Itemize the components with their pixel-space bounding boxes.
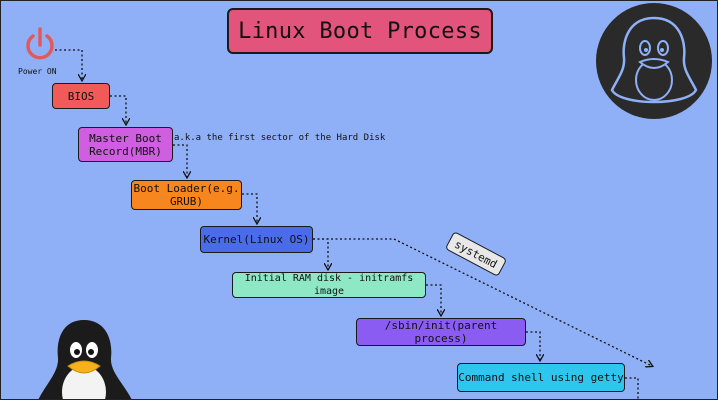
arrow-bios-to-mbr	[110, 95, 126, 124]
power-icon	[26, 27, 54, 60]
arrow-kernel-systemd	[313, 238, 652, 366]
step-kernel: Kernel(Linux OS)	[200, 226, 313, 253]
page-title: Linux Boot Process	[227, 8, 493, 54]
arrow-kernel-to-initramfs	[313, 238, 328, 269]
arrow-initramfs-to-init	[426, 284, 441, 315]
step-mbr: Master Boot Record(MBR)	[78, 127, 173, 162]
step-bios: BIOS	[52, 83, 110, 109]
linux-tux-mascot-icon	[38, 320, 132, 400]
mbr-note: a.k.a the first sector of the Hard Disk	[174, 133, 386, 143]
arrow-bootloader-to-kernel	[242, 193, 257, 223]
step-initramfs: Initial RAM disk - initramfs image	[232, 272, 426, 298]
step-init: /sbin/init(parent process)	[356, 318, 526, 346]
arrow-power-to-bios	[55, 49, 82, 80]
power-on-label: Power ON	[18, 67, 57, 76]
arrow-init-to-shell	[526, 331, 540, 360]
linux-tux-logo-icon	[596, 3, 712, 119]
arrow-mbr-to-bootloader	[173, 144, 187, 177]
step-shell: Command shell using getty	[457, 363, 625, 392]
arrow-shell-continue	[625, 377, 639, 400]
step-bootloader: Boot Loader(e.g. GRUB)	[131, 180, 242, 210]
